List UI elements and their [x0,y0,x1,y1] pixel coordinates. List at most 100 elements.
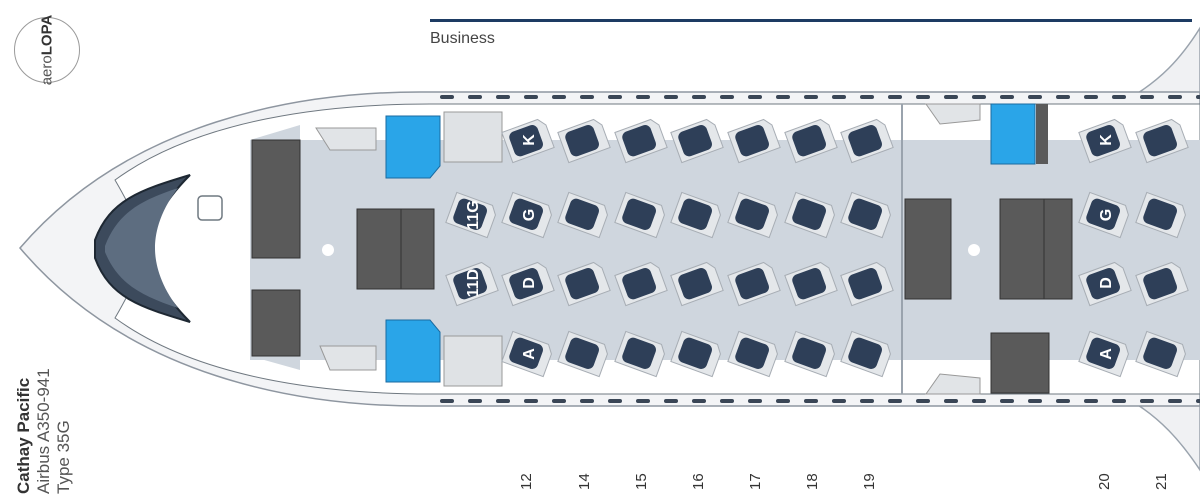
galley-mid-2 [999,198,1045,300]
row-number: 14 [576,473,593,490]
row-number: 19 [861,473,878,490]
row-number: 12 [518,473,535,490]
window [748,399,762,403]
window [552,95,566,99]
seat[interactable] [784,117,838,164]
seat[interactable] [557,117,611,164]
seat[interactable] [501,117,555,164]
seat[interactable] [840,191,893,239]
seat[interactable] [727,117,781,164]
window [860,399,874,403]
seat[interactable] [670,117,724,164]
seat[interactable] [501,330,554,378]
crew-seat-1 [315,127,377,151]
window [496,95,510,99]
seat[interactable] [445,191,498,239]
wing-bottom [1127,399,1200,472]
seat[interactable] [1078,191,1131,239]
bassinet-bottom [443,335,503,387]
aircraft-type: Type 35G [54,420,73,494]
galley-front-bottom [251,289,301,357]
window [1000,95,1014,99]
seat[interactable] [445,260,499,307]
window [1140,95,1154,99]
aircraft-model: Airbus A350-941 [34,368,53,494]
window [552,399,566,403]
galley-center-2 [400,208,435,290]
window [440,399,454,403]
seat-label: K [1098,134,1115,146]
bassinet-top [443,111,503,163]
window [692,95,706,99]
seat[interactable] [1135,330,1188,378]
seat[interactable] [727,330,780,378]
seat[interactable] [670,260,724,307]
seat[interactable] [501,260,555,307]
seat-label: K [521,134,538,146]
window [776,399,790,403]
seat[interactable] [614,330,667,378]
seat[interactable] [727,260,781,307]
seat[interactable] [501,191,554,239]
seat[interactable] [670,191,723,239]
window [1196,95,1200,99]
cabin-label: Business [430,30,495,47]
seat[interactable] [840,260,894,307]
window [916,95,930,99]
seat[interactable] [727,191,780,239]
cabin-floor [250,140,1200,360]
window [636,399,650,403]
seat[interactable] [840,330,893,378]
window [1028,95,1042,99]
window [776,95,790,99]
seat[interactable] [1135,117,1189,164]
window [888,95,902,99]
seat[interactable] [1078,117,1132,164]
window [972,399,986,403]
window [1196,399,1200,403]
window [944,95,958,99]
seat[interactable] [784,260,838,307]
window [1112,95,1126,99]
seat[interactable] [1135,191,1188,239]
window [1056,399,1070,403]
window [608,399,622,403]
window [748,95,762,99]
door-mid-top [925,103,981,125]
seat[interactable] [614,191,667,239]
galley-center-1 [356,208,402,290]
seat[interactable] [557,191,610,239]
seat[interactable] [614,117,668,164]
seat[interactable] [670,330,723,378]
window [580,399,594,403]
wing-top [1127,26,1200,99]
window [1084,95,1098,99]
row-number: 18 [804,473,821,490]
seat[interactable] [784,330,837,378]
window [496,399,510,403]
window [468,95,482,99]
seat-label: 11D [465,269,482,297]
cockpit-door [197,195,223,221]
galley-mid-1 [904,198,952,300]
seat[interactable] [614,260,668,307]
window [888,399,902,403]
window [1112,399,1126,403]
row-number: 15 [633,473,650,490]
window [832,399,846,403]
row-number: 21 [1153,473,1170,490]
seat[interactable] [557,330,610,378]
window [832,95,846,99]
seat[interactable] [1078,330,1131,378]
galley-mid-top-strip [1036,104,1048,164]
seat[interactable] [1078,260,1132,307]
lavatory-mid-top [990,103,1036,165]
seat[interactable] [840,117,894,164]
window [916,399,930,403]
seat[interactable] [784,191,837,239]
seat[interactable] [557,260,611,307]
window [608,95,622,99]
galley-mid-3 [1043,198,1073,300]
seat[interactable] [1135,260,1189,307]
window [664,95,678,99]
